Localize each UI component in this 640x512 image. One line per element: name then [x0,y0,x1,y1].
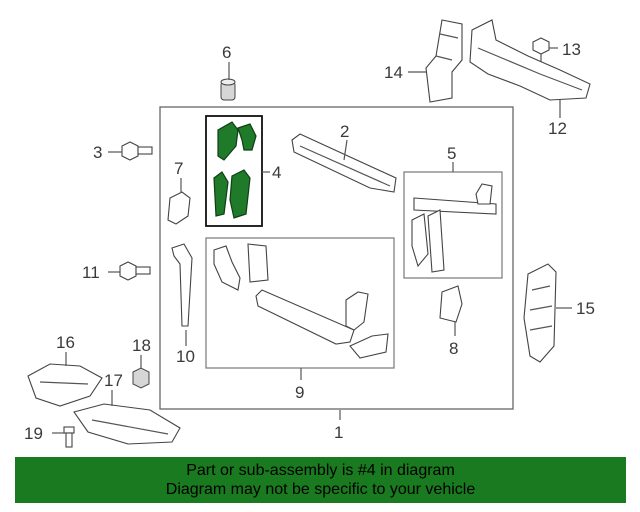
subassembly-9-box [205,237,395,369]
banner-line-2: Diagram may not be specific to your vehi… [165,481,476,498]
callout-13: 13 [562,40,581,59]
callout-8: 8 [449,339,458,358]
part-17-lower-cover[interactable] [73,403,181,445]
part-4-highlighted[interactable] [213,121,257,219]
callout-5: 5 [447,144,456,163]
part-7-bracket[interactable] [167,191,191,225]
callout-4[interactable]: 4 [272,163,281,182]
part-12-upper-cover[interactable] [469,19,591,101]
part-11-bolt[interactable] [119,261,151,281]
part-15-side-panel[interactable] [523,263,557,363]
callout-15: 15 [576,299,595,318]
parts-diagram: 1 2 3 4 5 6 7 8 9 10 11 12 13 14 15 16 1… [24,19,595,448]
callout-3: 3 [93,143,102,162]
callout-19: 19 [24,424,43,443]
callout-7: 7 [174,159,183,178]
info-banner: Part or sub-assembly is #4 in diagram Di… [15,457,626,503]
part-19-bolt[interactable] [63,426,75,448]
part-2-support[interactable] [291,133,397,193]
callout-14: 14 [384,63,403,82]
assembly-frame [159,106,514,410]
part-5-assembly[interactable] [411,183,497,273]
banner-line-1: Part or sub-assembly is #4 in diagram [186,462,455,479]
callout-17: 17 [104,371,123,390]
part-13-clip[interactable] [532,37,550,62]
callout-9: 9 [295,383,304,402]
callout-12: 12 [548,119,567,138]
callout-2: 2 [340,122,349,141]
callout-11: 11 [82,263,100,282]
callout-16: 16 [56,333,75,352]
callout-1: 1 [334,423,343,442]
part-8-bracket[interactable] [439,285,463,323]
part-3-bolt[interactable] [121,141,153,161]
callout-6: 6 [222,43,231,62]
part-10-brace[interactable] [171,243,193,327]
callout-10: 10 [176,347,195,366]
part-16-lower-cover[interactable] [27,363,103,407]
part-6-bumper[interactable] [220,78,236,101]
part-9-assembly[interactable] [213,243,389,359]
subassembly-4-box[interactable] [205,115,263,227]
part-18-clip[interactable] [132,367,150,389]
callout-18: 18 [132,336,151,355]
part-14-duct[interactable] [425,19,463,103]
